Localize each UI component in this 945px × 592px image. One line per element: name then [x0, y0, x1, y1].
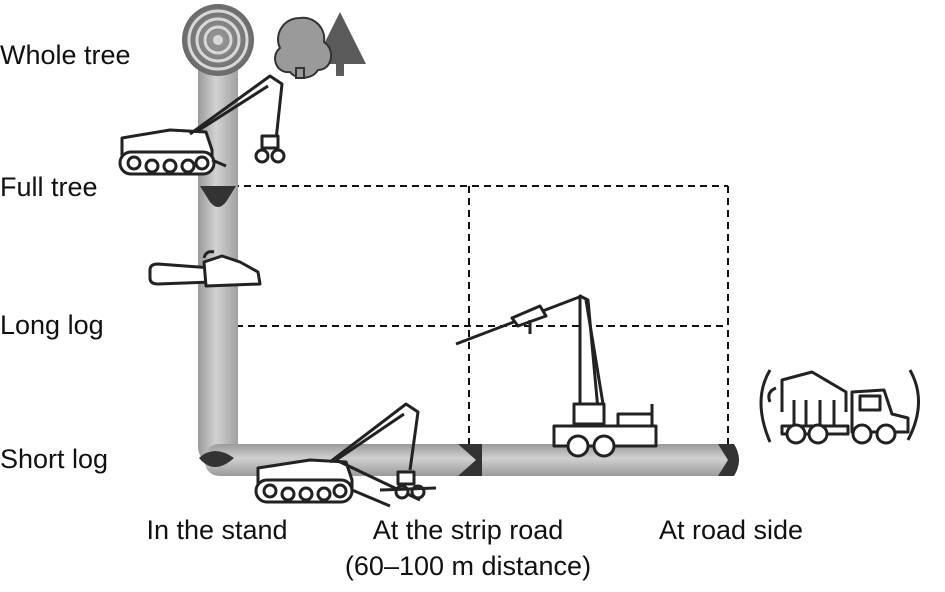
trees-icon [274, 12, 366, 79]
short-log-joint-start [199, 451, 234, 467]
level-label-full-tree: Full tree [0, 172, 98, 202]
tree-rings-icon [182, 4, 254, 76]
level-label-whole-tree: Whole tree [0, 40, 131, 70]
strip-road-joint [458, 444, 482, 476]
route-lines [232, 185, 729, 452]
road-side-joint [718, 444, 739, 476]
log-truck-icon [759, 369, 920, 445]
location-label-road-side: At road side [658, 515, 804, 545]
level-label-short-log: Short log [0, 444, 109, 474]
location-label-strip-road: At the strip road [372, 515, 564, 545]
harvester-icon [118, 74, 286, 176]
full-tree-joint [200, 186, 236, 207]
pipe-joints [199, 186, 739, 476]
chainsaw-icon [148, 250, 262, 288]
skidder-icon [254, 402, 437, 508]
level-label-long-log: Long log [0, 310, 104, 340]
location-label-stand: In the stand [146, 515, 288, 545]
location-label-strip-road-distance: (60–100 m distance) [344, 551, 592, 581]
crane-loader-icon [455, 294, 658, 458]
